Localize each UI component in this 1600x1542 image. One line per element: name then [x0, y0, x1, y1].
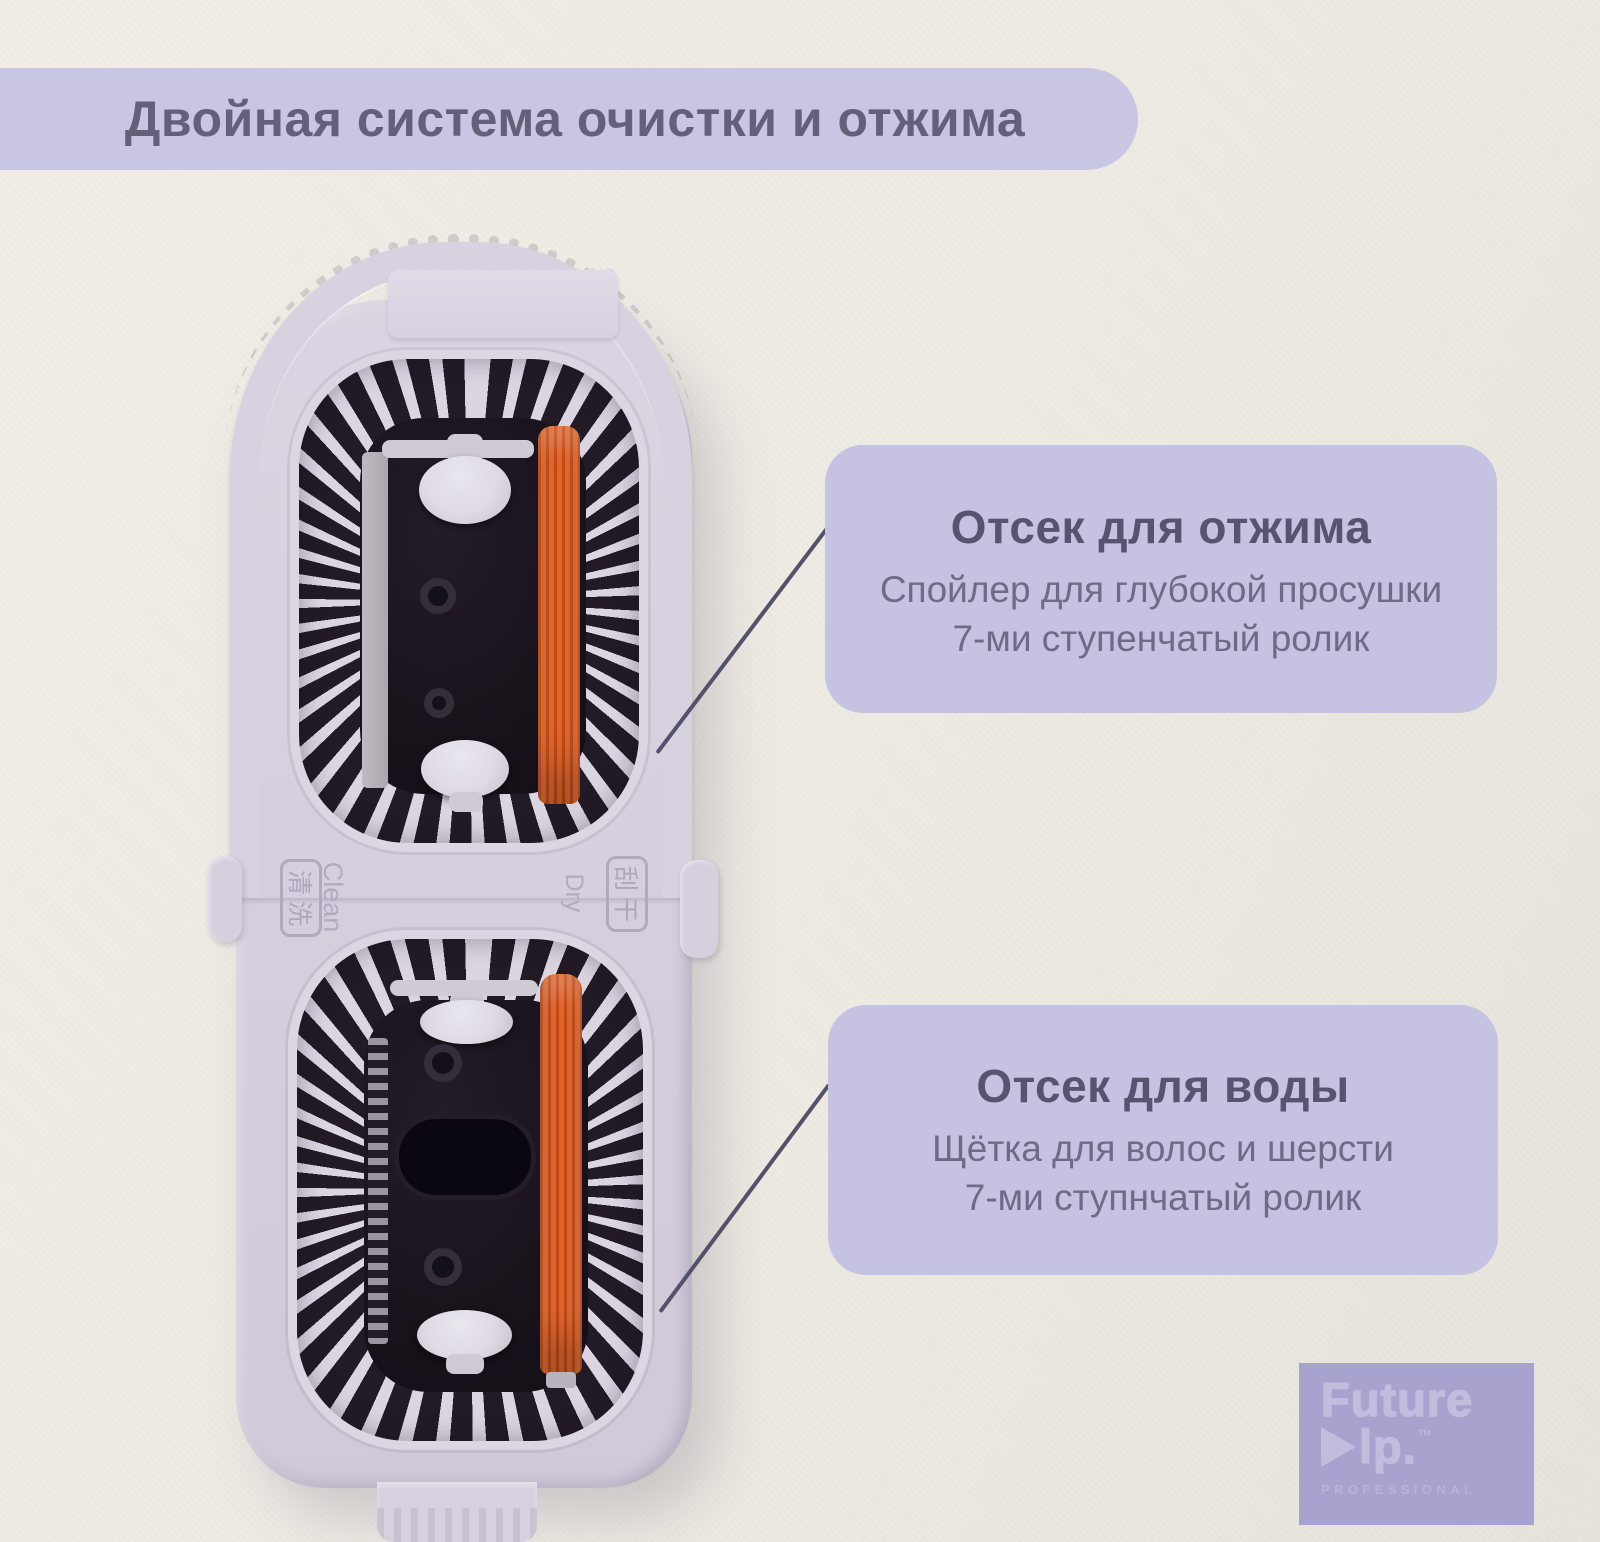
orange-brush-roller [540, 974, 582, 1374]
callout-water-compartment: Отсек для воды Щётка для волос и шерсти … [828, 1005, 1498, 1275]
callout-line: 7-ми ступенчатый ролик [952, 618, 1370, 659]
bottom-grip-ribs [377, 1508, 537, 1542]
trademark-symbol: ™ [1416, 1427, 1432, 1444]
bolt [424, 1248, 462, 1286]
brand-subtitle: PROFESSIONAL [1321, 1482, 1477, 1497]
callout-title: Отсек для отжима [950, 501, 1372, 553]
roller-tip [546, 1372, 576, 1388]
callout-line: Щётка для волос и шерсти [932, 1128, 1394, 1169]
callout-wring-compartment: Отсек для отжима Спойлер для глубокой пр… [825, 445, 1497, 713]
callout-line: Спойлер для глубокой просушки [879, 569, 1443, 610]
roller-axle [390, 980, 538, 996]
label-clean-en: Clean [318, 861, 349, 933]
label-dry-en: Dry [560, 873, 589, 913]
brand-logo: Future lp.™ PROFESSIONAL [1299, 1363, 1534, 1525]
triangle-a-glyph-icon [1321, 1427, 1356, 1467]
handle-ribbed-edge [224, 234, 698, 554]
handle-hinge-left [208, 856, 242, 942]
handle-latch-plate [388, 270, 618, 338]
callout-title: Отсек для воды [976, 1060, 1350, 1112]
brand-name-line2: lp.™ [1321, 1420, 1534, 1473]
bolt [424, 1044, 462, 1082]
roller-end-cap [419, 456, 511, 524]
roller-end-cap [421, 740, 509, 798]
page-title: Двойная система очистки и отжима [124, 91, 1026, 147]
bolt [424, 688, 454, 718]
label-dry-cn: 刮干 [606, 856, 648, 932]
roller-end-cap [420, 1000, 513, 1044]
brand-name-line1: Future [1320, 1373, 1474, 1426]
roller-hub [446, 1354, 484, 1374]
orange-squeegee-roller [538, 426, 580, 804]
hair-brush-comb [368, 1038, 388, 1344]
callout-line: 7-ми ступнчатый ролик [964, 1177, 1362, 1218]
callout-description: Спойлер для глубокой просушки 7-ми ступе… [880, 565, 1442, 663]
roller-hub [449, 792, 483, 812]
handle-hinge-right [680, 860, 718, 958]
bolt [420, 578, 456, 614]
interior-recess [394, 1114, 536, 1200]
spoiler-blade [362, 452, 388, 788]
label-clean-cn: 清洗 [280, 859, 322, 937]
header-banner: Двойная система очистки и отжима [0, 68, 1138, 170]
bottom-grip-tab [377, 1482, 537, 1542]
callout-description: Щётка для волос и шерсти 7-ми ступнчатый… [932, 1124, 1394, 1222]
brand-name-rest: lp. [1358, 1420, 1417, 1473]
roller-end-cap [417, 1310, 512, 1360]
